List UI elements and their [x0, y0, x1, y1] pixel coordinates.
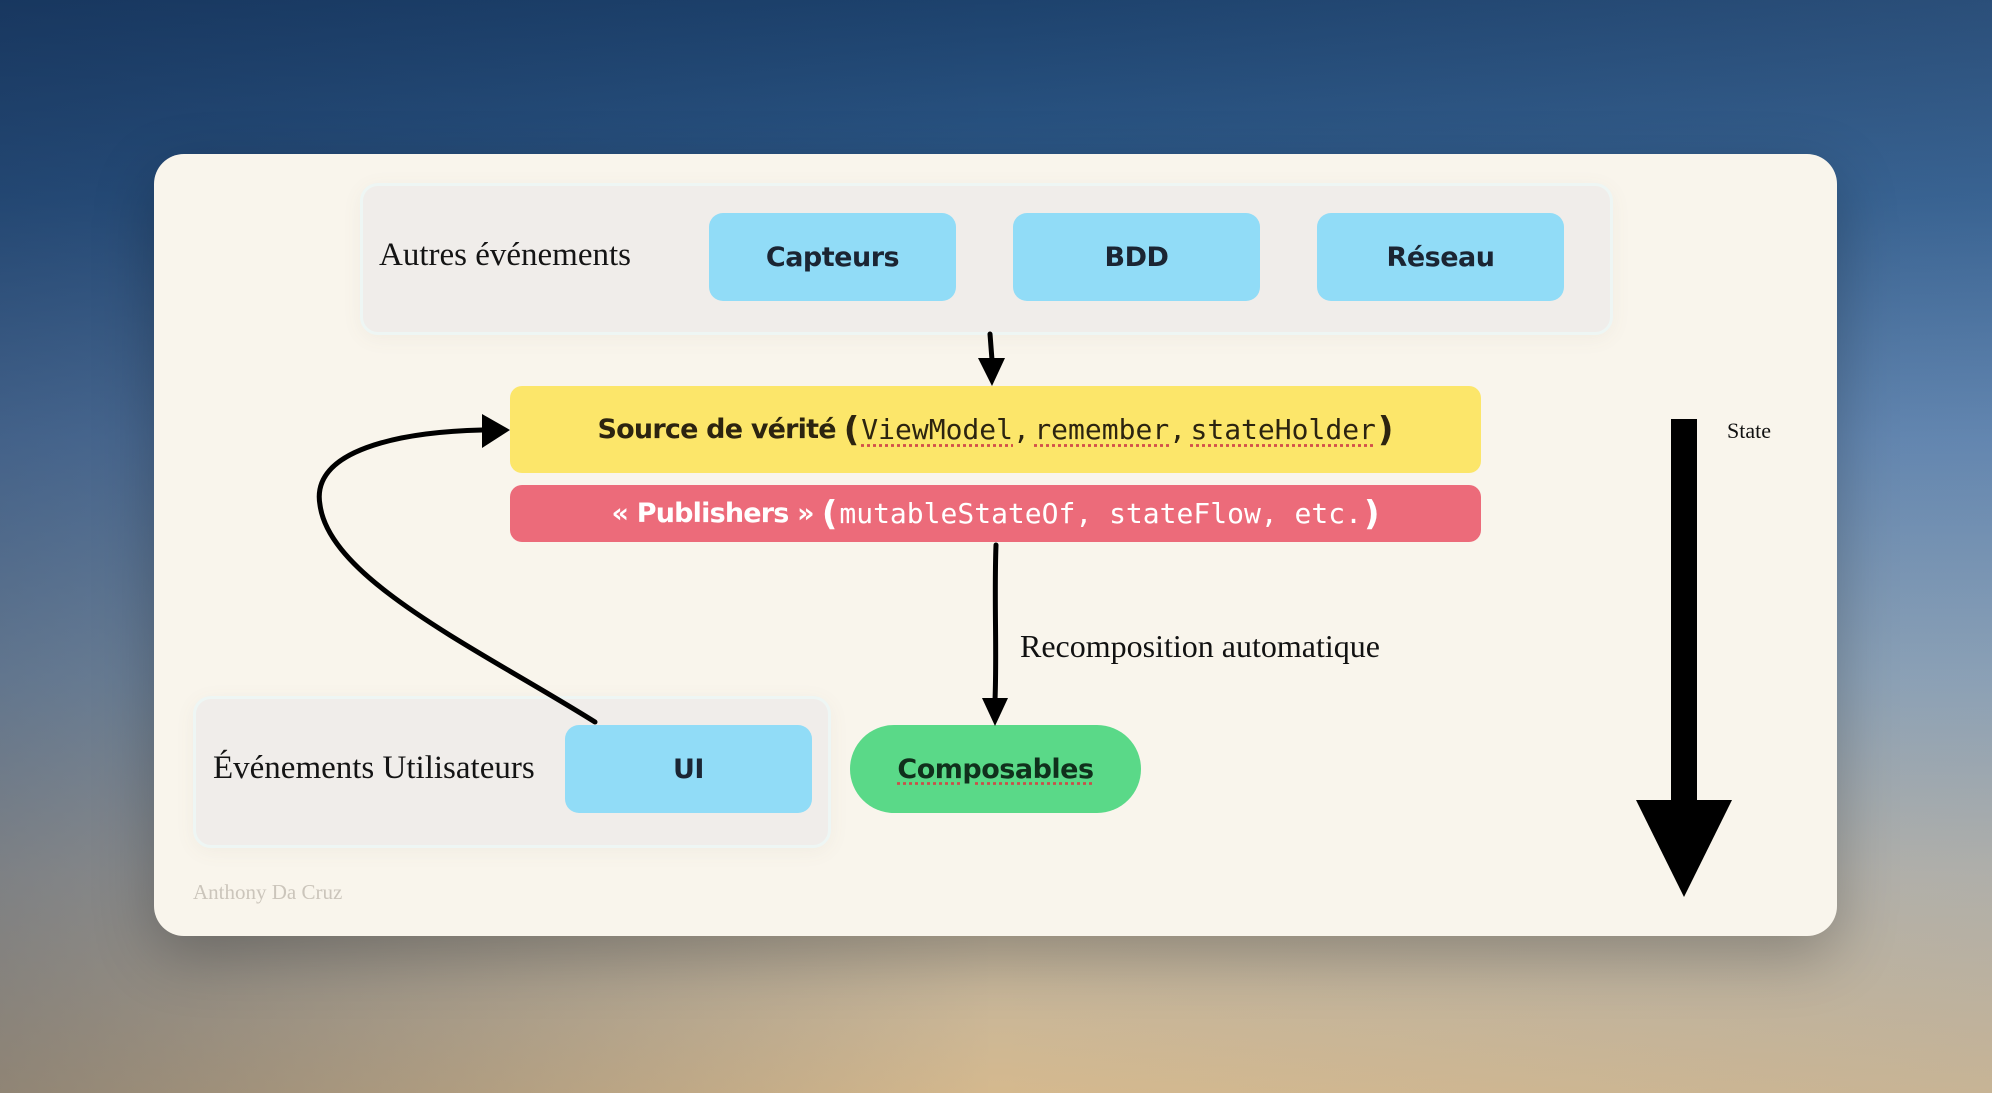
- arrow-publishers-to-composables: [982, 542, 1008, 726]
- arrow-events-to-source: [978, 331, 1005, 386]
- code-viewmodel: ViewModel: [861, 413, 1013, 446]
- recomposition-label: Recomposition automatique: [1020, 628, 1380, 664]
- node-capteurs: Capteurs: [709, 213, 956, 301]
- user-events-label: Événements Utilisateurs: [213, 750, 535, 786]
- author-credit: Anthony Da Cruz: [193, 880, 343, 904]
- node-ui: UI: [565, 725, 812, 813]
- source-of-truth-node: Source de vérité ( ViewModel, remember, …: [510, 386, 1481, 473]
- publishers-code: mutableStateOf, stateFlow, etc.: [839, 497, 1362, 530]
- close-paren: ): [1377, 409, 1394, 450]
- state-label: State: [1727, 418, 1771, 443]
- node-bdd: BDD: [1013, 213, 1260, 301]
- open-paren: (: [821, 493, 838, 534]
- node-reseau: Réseau: [1317, 213, 1564, 301]
- publishers-title: « Publishers »: [611, 498, 814, 529]
- composables-node: Composables: [850, 725, 1141, 813]
- separator: ,: [1169, 413, 1187, 446]
- close-paren: ): [1363, 493, 1380, 534]
- code-stateholder: stateHolder: [1190, 413, 1376, 446]
- code-remember: remember: [1034, 413, 1170, 446]
- state-arrow: [1636, 419, 1732, 897]
- source-of-truth-title: Source de vérité: [597, 414, 837, 445]
- publishers-node: « Publishers » ( mutableStateOf, stateFl…: [510, 485, 1481, 542]
- other-events-label: Autres événements: [379, 237, 631, 273]
- separator: ,: [1013, 413, 1030, 446]
- composables-label: Composables: [897, 753, 1094, 785]
- open-paren: (: [843, 409, 860, 450]
- arrow-ui-to-source: [316, 414, 598, 725]
